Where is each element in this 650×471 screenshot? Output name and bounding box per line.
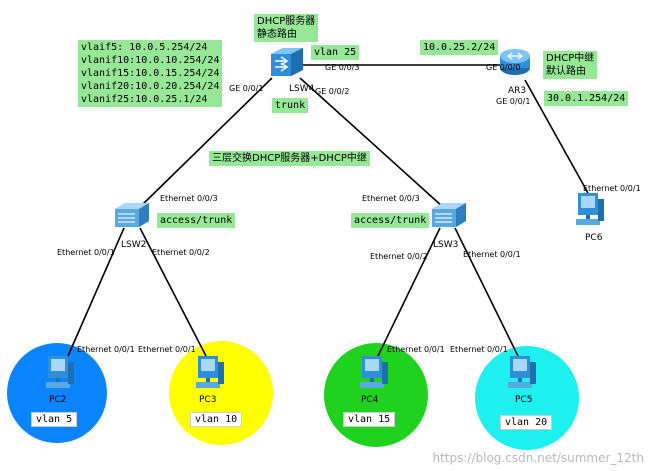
pc4-device-label: PC4	[361, 395, 379, 405]
pc3-computer-icon	[196, 356, 224, 388]
ar3-port-bottom: GE 0/0/1	[496, 97, 531, 106]
watermark: https://blog.csdn.net/summer_12th	[432, 451, 645, 465]
ar3-device-label: AR3	[508, 86, 527, 96]
lsw4-port-ar3: GE 0/0/3	[325, 63, 360, 72]
ar3-router-icon	[500, 49, 530, 75]
link-lsw4-lsw3	[299, 77, 444, 208]
pc6-port: Ethernet 0/0/1	[583, 184, 641, 193]
ar3-role-label: DHCP中继默认路由	[543, 51, 598, 79]
lsw4-port-left: GE 0/0/1	[229, 84, 264, 93]
pc2-computer-icon	[46, 356, 74, 388]
lsw4-role-label: DHCP服务器静态路由	[254, 14, 319, 42]
pc5-vlan-label: vlan 20	[500, 415, 553, 430]
lsw3-switch-icon	[432, 203, 466, 227]
ar3-ip-top: 10.0.25.2/24	[420, 40, 499, 55]
pc2-device-label: PC2	[49, 395, 67, 405]
ar3-ip-bottom: 30.0.1.254/24	[544, 91, 629, 106]
lsw2-port-up: Ethernet 0/0/3	[160, 194, 218, 203]
pc3-vlan-label: vlan 10	[190, 412, 243, 427]
lsw3-port-right: Ethernet 0/0/1	[463, 250, 521, 259]
link-lsw3-pc4	[377, 227, 441, 357]
links	[67, 64, 589, 357]
pc6-device-label: PC6	[585, 233, 603, 243]
lsw3-port-left: Ethernet 0/0/2	[370, 252, 428, 261]
pc2-vlan-label: vlan 5	[31, 412, 78, 427]
lsw3-mode-label: access/trunk	[351, 213, 430, 228]
pc5-device-label: PC5	[515, 395, 533, 405]
pc4-vlan-label: vlan 15	[343, 412, 396, 427]
link-lsw4-lsw2	[139, 77, 273, 208]
pc4-port: Ethernet 0/0/1	[387, 345, 445, 354]
lsw3-device-label: LSW3	[433, 240, 459, 250]
link-ar3-pc6	[524, 79, 589, 194]
pc3-device-label: PC3	[199, 395, 217, 405]
lsw4-switch-icon	[271, 48, 303, 76]
link-lsw3-pc5	[454, 227, 519, 357]
pc6-computer-icon	[576, 193, 604, 225]
lsw2-switch-icon	[115, 203, 149, 227]
pc2-port: Ethernet 0/0/1	[77, 345, 135, 354]
lsw2-port-left: Ethernet 0/0/1	[57, 248, 115, 257]
ar3-port-top: GE 0/0/0	[486, 63, 521, 72]
lsw3-port-up: Ethernet 0/0/3	[362, 194, 420, 203]
lsw4-port-right: GE 0/0/2	[315, 87, 350, 96]
lsw4-trunk-label: trunk	[272, 98, 309, 113]
link-lsw2-pc2	[67, 227, 125, 357]
pc5-computer-icon	[508, 356, 536, 388]
pc5-port: Ethernet 0/0/1	[450, 345, 508, 354]
vlan10-zone	[169, 341, 273, 445]
middle-note: 三层交换DHCP服务器+DHCP中继	[209, 151, 370, 166]
link-lsw2-pc3	[139, 227, 207, 357]
lsw4-vlan-label: vlan 25	[311, 45, 360, 60]
lsw2-port-right: Ethernet 0/0/2	[152, 248, 210, 257]
pc4-computer-icon	[360, 356, 388, 388]
lsw2-mode-label: access/trunk	[157, 213, 236, 228]
lsw4-device-label: LSW4	[289, 84, 315, 94]
lsw2-device-label: LSW2	[121, 240, 147, 250]
pc3-port: Ethernet 0/0/1	[138, 345, 196, 354]
